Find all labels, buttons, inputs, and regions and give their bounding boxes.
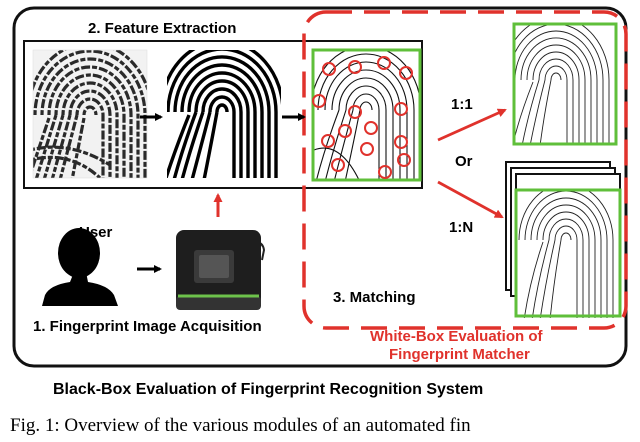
- minutia-marker: [394, 135, 408, 149]
- minutia-marker: [399, 66, 413, 80]
- user-silhouette-icon: [42, 228, 118, 306]
- feature-extraction-label: 2. Feature Extraction: [88, 20, 237, 37]
- gallery-stack: [505, 161, 622, 318]
- minutiae-image-border: [311, 48, 422, 182]
- white-box-title-line1: White-Box Evaluation of: [370, 328, 543, 345]
- minutia-marker: [322, 62, 336, 76]
- user-label: User: [79, 224, 113, 241]
- figure-caption: Fig. 1: Overview of the various modules …: [10, 415, 471, 436]
- arrow-icon: [437, 108, 507, 142]
- feature-extraction-box: [23, 40, 423, 189]
- gallery-fingerprint-image: [514, 24, 616, 144]
- minutia-marker: [312, 94, 326, 108]
- minutia-marker: [377, 56, 391, 70]
- enhanced-fingerprint-image: [167, 50, 281, 178]
- or-label: Or: [455, 153, 473, 170]
- minutia-marker: [364, 121, 378, 135]
- one-to-n-label: 1:N: [449, 219, 474, 236]
- white-box-title-line2: Fingerprint Matcher: [389, 346, 530, 363]
- minutia-markers: [312, 56, 413, 179]
- acquisition-label: 1. Fingerprint Image Acquisition: [33, 318, 262, 335]
- minutia-marker: [394, 102, 408, 116]
- black-box-title: Black-Box Evaluation of Fingerprint Reco…: [53, 381, 484, 398]
- fingerprint-scanner-icon: [176, 230, 266, 310]
- minutia-marker: [348, 105, 362, 119]
- white-box-dashed-frame: [302, 10, 628, 330]
- minutia-marker: [331, 158, 345, 172]
- minutia-marker: [397, 153, 411, 167]
- minutia-marker: [348, 60, 362, 74]
- minutia-marker: [321, 134, 335, 148]
- raw-fingerprint-image: [33, 50, 147, 178]
- minutia-marker: [378, 165, 392, 179]
- minutia-marker: [360, 142, 374, 156]
- matching-label: 3. Matching: [333, 289, 416, 306]
- arrow-icon: [437, 180, 504, 219]
- one-to-one-label: 1:1: [451, 96, 473, 113]
- minutia-marker: [338, 124, 352, 138]
